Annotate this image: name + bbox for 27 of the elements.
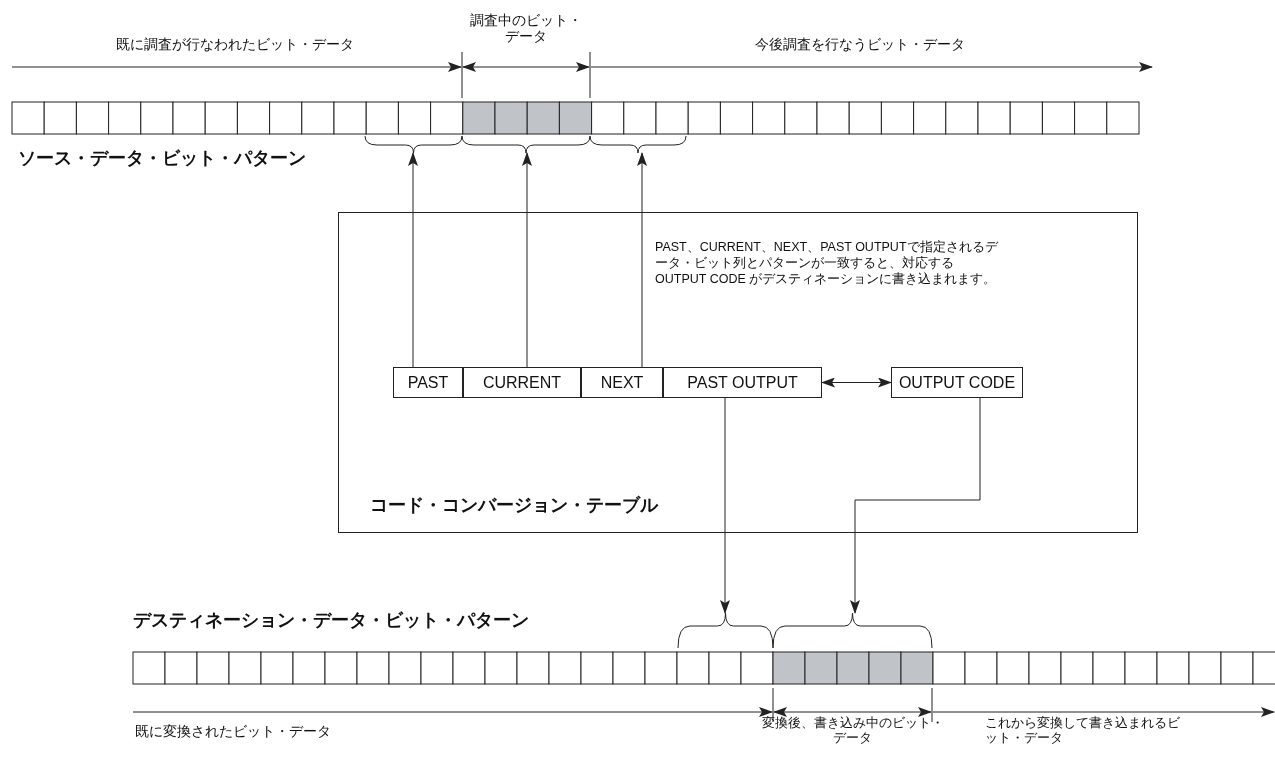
curly-brace bbox=[462, 136, 590, 153]
double-arrow bbox=[821, 377, 892, 388]
table-cell: NEXT bbox=[581, 367, 663, 398]
arrow bbox=[522, 152, 532, 368]
range-label: 変換後、書き込み中のビット・データ bbox=[760, 716, 945, 746]
arrow bbox=[408, 152, 418, 368]
table-cell: OUTPUT CODE bbox=[891, 367, 1023, 398]
table-cell: CURRENT bbox=[463, 367, 581, 398]
note-text: PAST、CURRENT、NEXT、PAST OUTPUTで指定されるデータ・ビット列とパターンが一致すると、対応するOUTPUT CODE がデスティネーションに書き込まれます。 bbox=[655, 239, 1000, 287]
arrow bbox=[720, 397, 730, 614]
range-label: 今後調査を行なうビット・データ bbox=[754, 36, 966, 53]
arrow bbox=[637, 152, 647, 368]
row-title: ソース・データ・ビット・パターン bbox=[18, 148, 306, 169]
curly-brace bbox=[590, 136, 686, 153]
table-cell: PAST bbox=[393, 367, 463, 398]
table-box bbox=[338, 212, 1138, 533]
arrow bbox=[850, 397, 981, 614]
row-title: デスティネーション・データ・ビット・パターン bbox=[133, 610, 529, 631]
curly-brace bbox=[678, 613, 773, 648]
curly-brace bbox=[365, 136, 462, 153]
curly-brace bbox=[773, 613, 932, 648]
table-cell: PAST OUTPUT bbox=[663, 367, 822, 398]
range-label: 既に調査が行なわれたビット・データ bbox=[115, 36, 355, 53]
range-label: 既に変換されたビット・データ bbox=[135, 723, 331, 740]
range-label: 調査中のビット・データ bbox=[470, 12, 582, 45]
range-label: これから変換して書き込まれるビット・データ bbox=[985, 716, 1181, 746]
table-title: コード・コンバージョン・テーブル bbox=[370, 494, 658, 517]
